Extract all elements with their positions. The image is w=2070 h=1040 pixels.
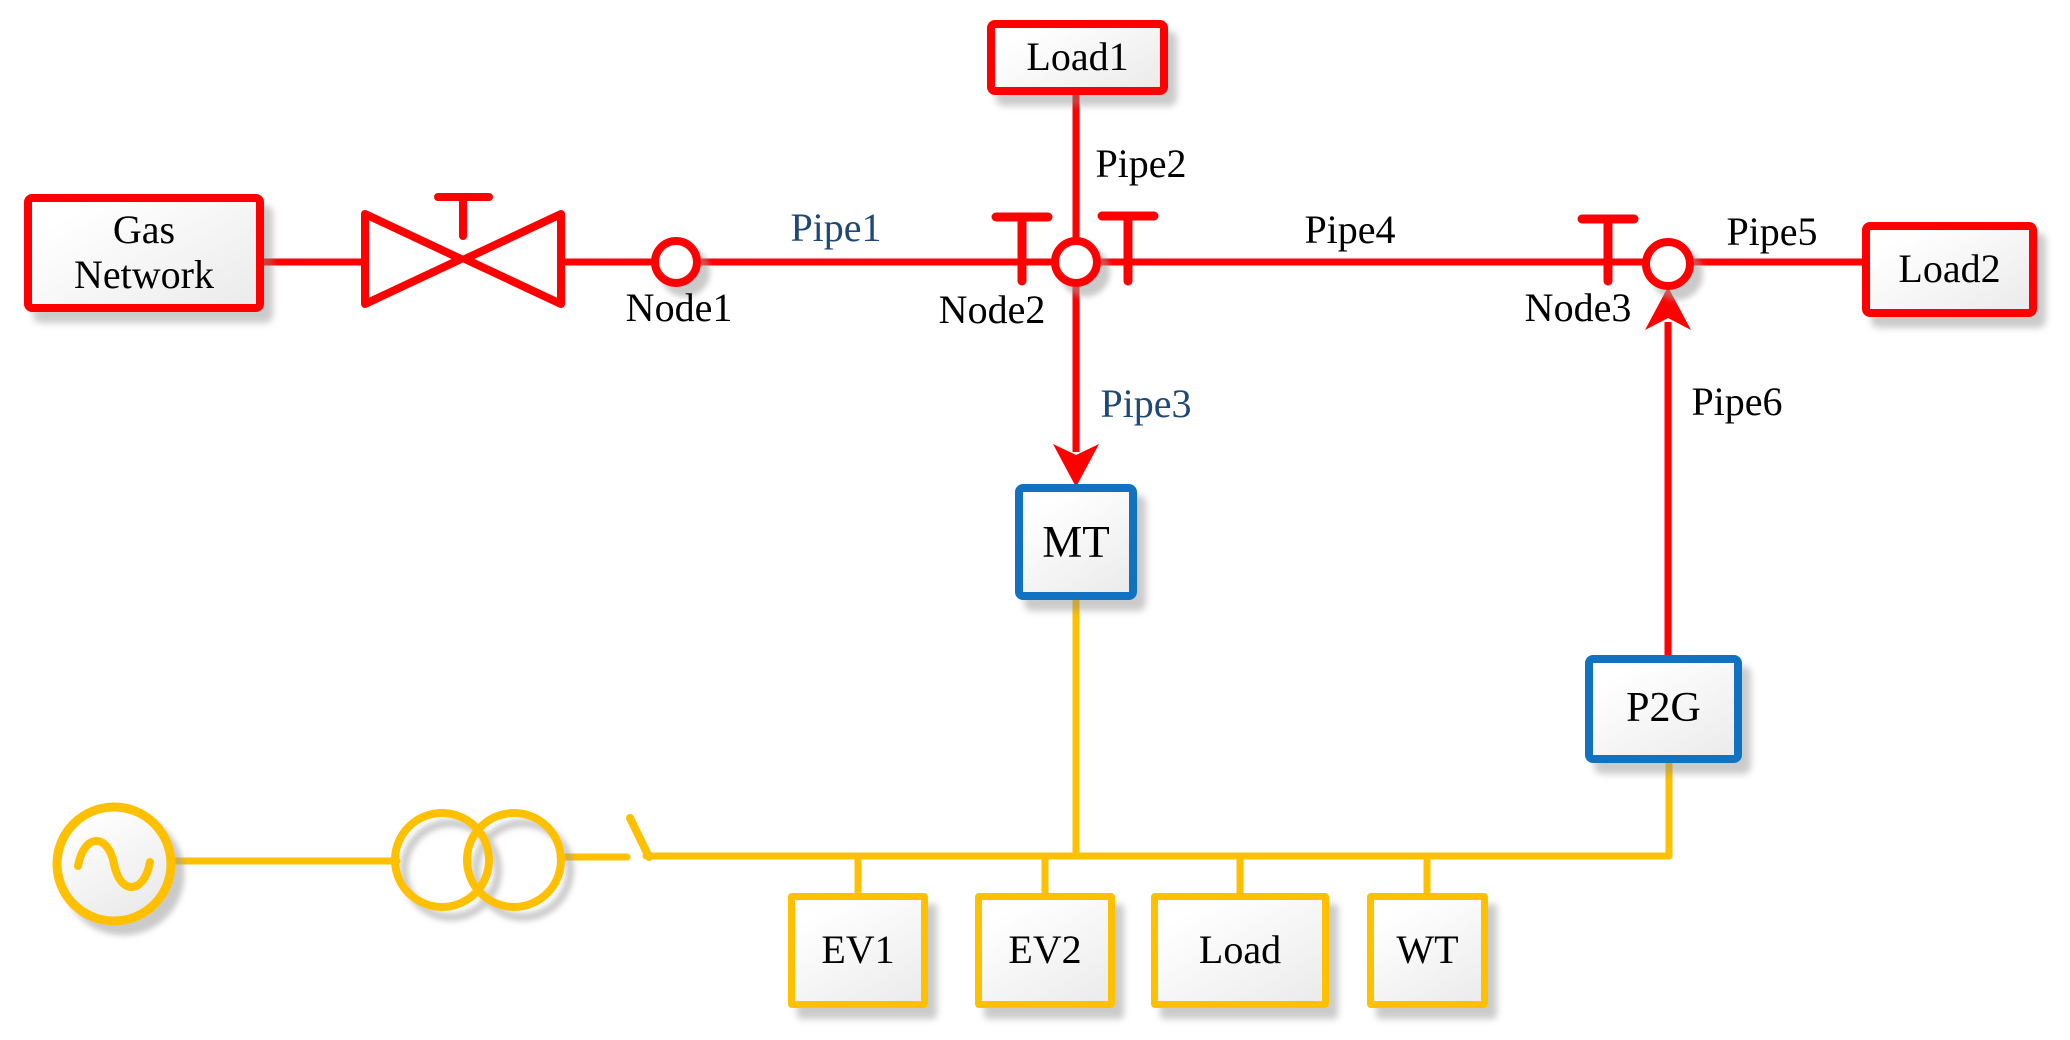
ev2-box: EV2 (975, 893, 1115, 1008)
node2-text-label: Node2 (938, 287, 1046, 332)
node2-right-tee-valve-icon (1097, 211, 1159, 286)
gas-network-label: Gas Network (74, 207, 214, 297)
sine-wave-icon (74, 837, 154, 891)
transformer-primary-circle (391, 809, 493, 911)
pipe1-text-label: Pipe1 (790, 205, 882, 250)
ev2-label: EV2 (1008, 927, 1082, 973)
load-label: Load (1198, 927, 1282, 973)
transformer-secondary-circle (463, 809, 565, 911)
gas-network-box: Gas Network (24, 194, 264, 312)
tee-valves (991, 211, 1639, 286)
node3-circle (1642, 238, 1694, 290)
load2-box: Load2 (1862, 222, 2037, 317)
load1-box: Load1 (987, 20, 1168, 95)
valve-tee-stem (434, 193, 493, 240)
wt-box: WT (1367, 893, 1488, 1008)
gas-flow-arrows (1053, 287, 1691, 487)
electric-network (166, 597, 1673, 900)
valve-right-triangle (461, 210, 565, 308)
mt-box: MT (1015, 484, 1137, 600)
node2-circle (1051, 237, 1101, 287)
generator-icon (52, 802, 176, 926)
ev1-label: EV1 (821, 927, 895, 973)
pipe6-text-label: Pipe6 (1691, 379, 1783, 424)
pipe3-arrowhead-icon (1053, 444, 1099, 487)
load2-label: Load2 (1898, 246, 2001, 292)
pipe2-text-label: Pipe2 (1095, 141, 1187, 186)
gas-nodes (651, 237, 1694, 290)
main-valve-icon (361, 193, 565, 308)
p2g-label: P2G (1626, 685, 1701, 732)
transformer-icon (391, 809, 565, 911)
pipe3-text-label: Pipe3 (1100, 381, 1192, 426)
p2g-box: P2G (1585, 655, 1742, 763)
valve-left-triangle (361, 210, 465, 308)
node3-text-label: Node3 (1524, 285, 1632, 330)
load1-label: Load1 (1026, 34, 1129, 80)
mt-label: MT (1042, 516, 1110, 567)
load-box: Load (1151, 893, 1329, 1008)
wt-label: WT (1396, 927, 1459, 973)
gas-pipe-network (264, 93, 1866, 655)
ev1-box: EV1 (788, 893, 928, 1008)
node1-text-label: Node1 (625, 285, 733, 330)
pipe6-arrowhead-icon (1645, 287, 1691, 330)
node2-left-tee-valve-icon (991, 212, 1053, 286)
node3-left-tee-valve-icon (1577, 214, 1639, 286)
pipe4-text-label: Pipe4 (1304, 207, 1396, 252)
switch-blade-icon (626, 814, 653, 861)
pipe5-text-label: Pipe5 (1726, 209, 1818, 254)
node1-circle (651, 237, 701, 287)
